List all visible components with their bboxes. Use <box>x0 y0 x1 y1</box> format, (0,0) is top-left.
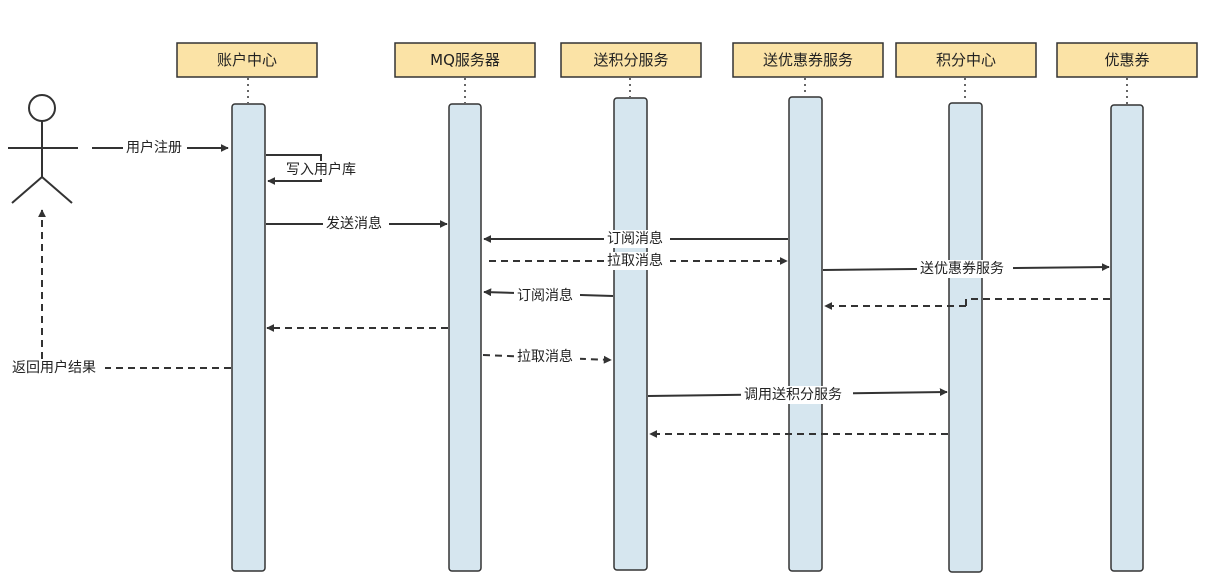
participant-box <box>176 42 318 78</box>
participant-label: 账户中心 <box>217 51 277 69</box>
actor-left-leg <box>11 176 43 204</box>
label-background <box>123 139 187 157</box>
message-label: 送优惠券服务 <box>920 261 1004 277</box>
label-background <box>514 287 580 305</box>
label-background <box>9 359 105 377</box>
message-label: 拉取消息 <box>517 348 573 365</box>
activation-bar <box>231 103 266 572</box>
participant-box <box>732 42 884 78</box>
message-subscribe-coupon: 订阅消息 <box>483 230 788 248</box>
message-write-db: 写入用户库 <box>266 154 359 185</box>
message-label: 订阅消息 <box>517 287 573 304</box>
message-register: 用户注册 <box>92 139 229 157</box>
participant-box <box>560 42 702 78</box>
participant-label: 送积分服务 <box>593 51 668 69</box>
label-background <box>917 260 1013 278</box>
user-actor <box>8 94 78 204</box>
participant-points-service: 送积分服务 <box>560 42 702 571</box>
message-subscribe-points: 订阅消息 <box>483 287 614 305</box>
message-label: 返回用户结果 <box>12 359 96 376</box>
participant-label: MQ服务器 <box>430 51 500 69</box>
actor-head <box>28 94 56 122</box>
message-label: 调用送积分服务 <box>744 387 842 403</box>
message-label: 用户注册 <box>126 139 182 156</box>
message-label: 写入用户库 <box>286 161 356 178</box>
activation-bar <box>1110 104 1144 572</box>
label-background <box>604 252 670 270</box>
activation-bar <box>788 96 823 572</box>
participant-label: 优惠券 <box>1104 51 1149 69</box>
message-label: 订阅消息 <box>607 230 663 247</box>
participant-points-center: 积分中心 <box>895 42 1037 573</box>
participant-label: 积分中心 <box>936 51 996 69</box>
participant-coupon: 优惠券 <box>1056 42 1198 572</box>
participant-box <box>394 42 536 78</box>
message-pull-points: 拉取消息 <box>482 348 612 366</box>
participant-coupon-service: 送优惠券服务 <box>732 42 884 572</box>
participant-box <box>1056 42 1198 78</box>
message-send: 发送消息 <box>266 215 448 233</box>
message-pull-coupon: 拉取消息 <box>489 252 788 270</box>
label-background <box>741 386 853 404</box>
label-background <box>323 215 389 233</box>
label-background <box>604 230 670 248</box>
activation-bar <box>448 103 482 572</box>
message-return-result: 返回用户结果 <box>9 209 231 377</box>
message-call-coupon: 送优惠券服务 <box>822 260 1110 278</box>
message-label: 发送消息 <box>326 215 382 232</box>
message-label: 拉取消息 <box>607 252 663 269</box>
actor-right-leg <box>41 176 73 204</box>
label-background <box>283 161 359 179</box>
message-coupon-return <box>824 298 1110 310</box>
activation-bar <box>948 102 983 573</box>
participant-box <box>895 42 1037 78</box>
participant-mq: MQ服务器 <box>394 42 536 572</box>
participant-account: 账户中心 <box>176 42 318 572</box>
message-call-points: 调用送积分服务 <box>647 386 948 404</box>
participant-label: 送优惠券服务 <box>763 51 853 69</box>
activation-bar <box>613 97 648 571</box>
label-background <box>514 348 580 366</box>
